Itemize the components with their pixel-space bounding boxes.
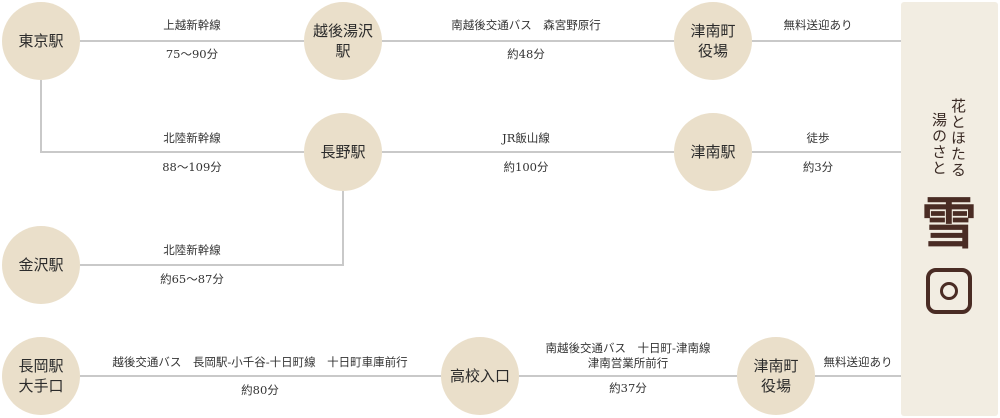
route-label-time: 約100分 bbox=[503, 160, 549, 174]
brand-name: 雪 bbox=[921, 191, 977, 257]
line-kanazawa-nagano bbox=[80, 191, 344, 266]
route-label-time: 88～109分 bbox=[162, 160, 222, 174]
route-label-line: 南越後交通バス 森宮野原行 bbox=[451, 18, 601, 32]
node-nagano-station: 長野駅 bbox=[304, 113, 382, 191]
seal-icon bbox=[926, 268, 972, 314]
brand-tagline-right: 花とほたる bbox=[949, 98, 967, 178]
route-label-line: 南越後交通バス 十日町-津南線 津南営業所前行 bbox=[545, 341, 711, 370]
route-label-time: 75～90分 bbox=[165, 47, 219, 61]
node-echigo-yuzawa-station: 越後湯沢 駅 bbox=[304, 2, 382, 80]
brand-panel bbox=[901, 2, 998, 416]
route-label-time: 約48分 bbox=[507, 47, 545, 61]
node-tsunan-station: 津南駅 bbox=[674, 113, 752, 191]
line-tokyo-nagano bbox=[40, 80, 304, 153]
node-tsunan-town-office-2: 津南町 役場 bbox=[737, 337, 815, 415]
route-label-line: 北陸新幹線 bbox=[163, 243, 221, 257]
route-label-time: 約80分 bbox=[241, 383, 279, 397]
node-tsunan-town-office: 津南町 役場 bbox=[674, 2, 752, 80]
route-label-time: 約65～87分 bbox=[160, 272, 224, 286]
route-label-line: 徒歩 bbox=[806, 131, 830, 145]
route-label-line: 上越新幹線 bbox=[163, 18, 221, 32]
route-label-time: 約3分 bbox=[802, 160, 834, 174]
route-label-line: 北陸新幹線 bbox=[163, 131, 221, 145]
node-kanazawa-station: 金沢駅 bbox=[2, 226, 80, 304]
route-label-line: 無料送迎あり bbox=[823, 355, 893, 369]
route-label-time: 約37分 bbox=[609, 381, 647, 395]
node-tokyo-station: 東京駅 bbox=[2, 2, 80, 80]
node-nagaoka-station-otemon: 長岡駅 大手口 bbox=[2, 337, 80, 415]
route-label-line: 越後交通バス 長岡駅-小千谷-十日町線 十日町車庫前行 bbox=[112, 355, 408, 369]
route-label-line: 無料送迎あり bbox=[783, 18, 853, 32]
route-label-line: JR飯山線 bbox=[502, 131, 550, 145]
node-koko-iriguchi: 高校入口 bbox=[441, 337, 519, 415]
brand-tagline-left: 湯のさと bbox=[930, 112, 948, 176]
